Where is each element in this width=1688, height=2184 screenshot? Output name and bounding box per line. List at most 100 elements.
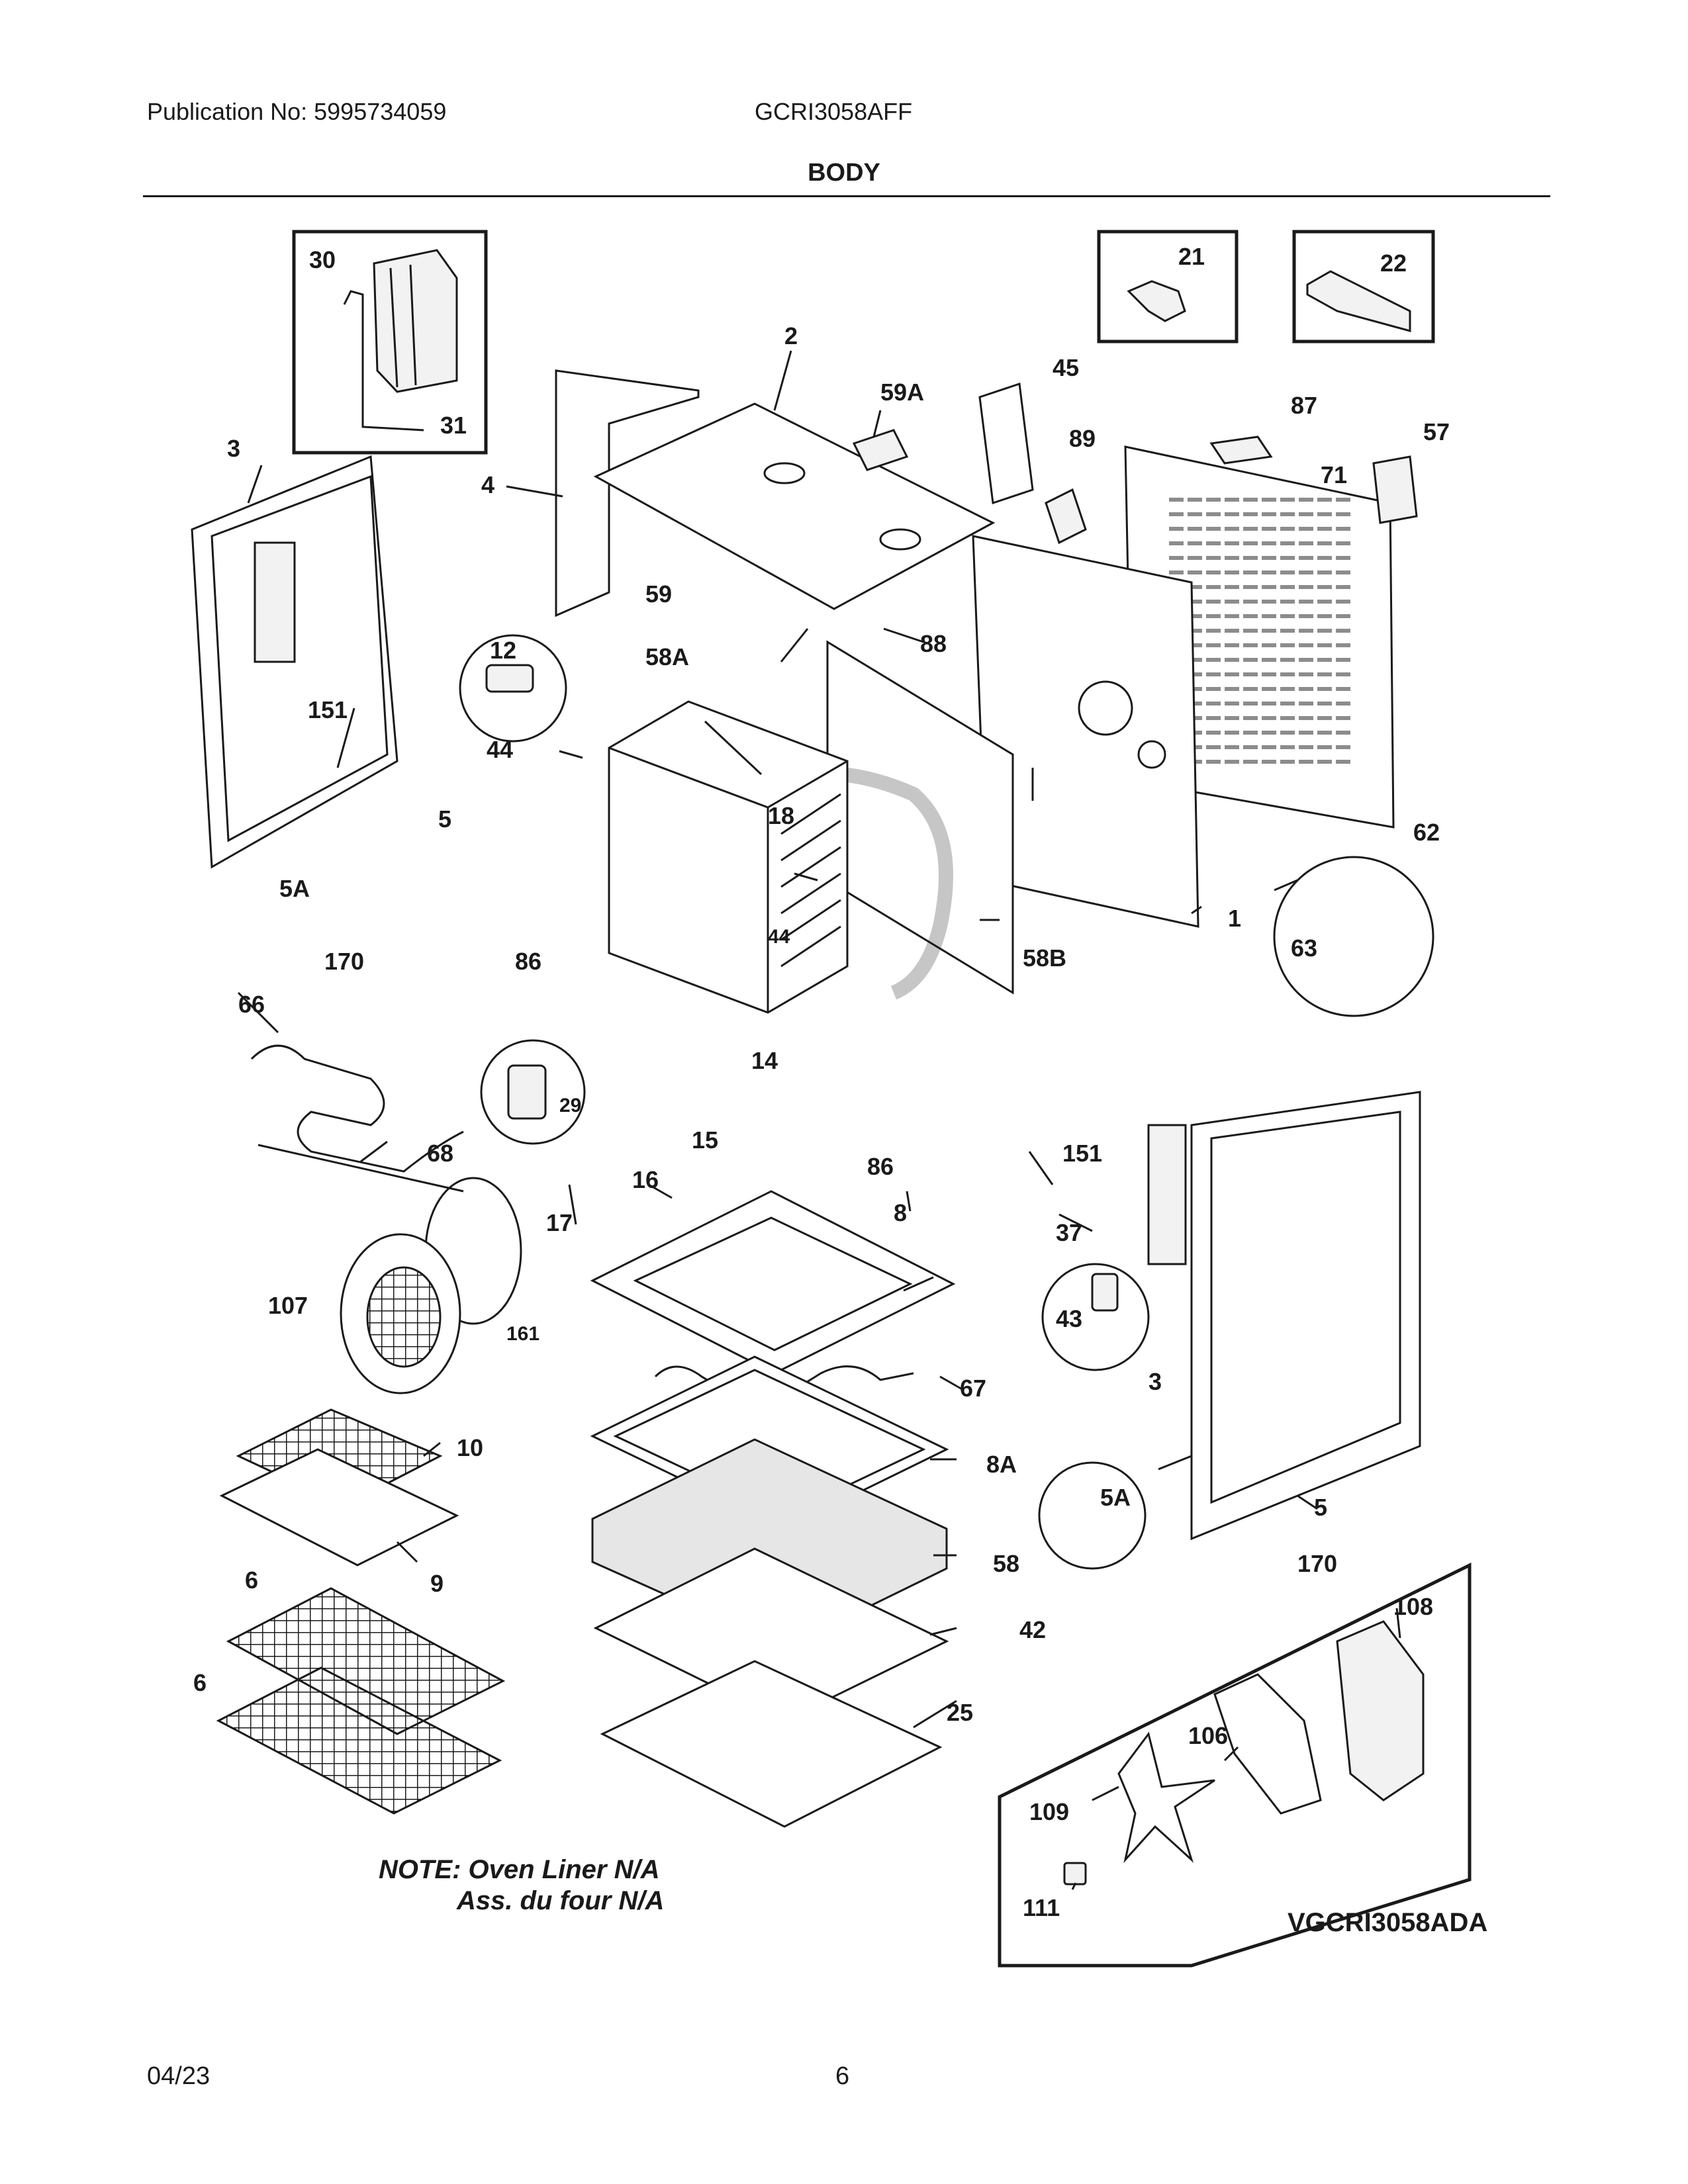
part-68-wire bbox=[258, 1144, 464, 1193]
callout-107: 107 bbox=[268, 1292, 308, 1319]
callout-86-right: 86 bbox=[867, 1153, 894, 1180]
callout-8A: 8A bbox=[986, 1451, 1017, 1478]
header-rule bbox=[143, 195, 1550, 197]
callout-86-left: 86 bbox=[515, 948, 541, 975]
part-25-bottom-plate bbox=[600, 1660, 943, 1828]
page-number: 6 bbox=[835, 2062, 850, 2090]
callout-14: 14 bbox=[751, 1047, 778, 1074]
part-59A-duct bbox=[852, 429, 909, 471]
callout-37: 37 bbox=[1056, 1219, 1082, 1246]
callout-170-left: 170 bbox=[324, 948, 364, 975]
callout-2: 2 bbox=[784, 322, 798, 349]
callout-5A-right: 5A bbox=[1100, 1484, 1131, 1511]
model-number: GCRI3058AFF bbox=[755, 98, 913, 125]
callout-25: 25 bbox=[947, 1699, 973, 1726]
callout-9: 9 bbox=[430, 1570, 444, 1597]
note-line-1: NOTE: Oven Liner N/A bbox=[379, 1855, 660, 1884]
callout-31: 31 bbox=[440, 412, 467, 439]
fan-motor-inset-box bbox=[998, 1562, 1472, 1968]
callout-68: 68 bbox=[427, 1140, 453, 1167]
callout-59: 59 bbox=[645, 580, 672, 608]
detail-circle-62 bbox=[1273, 856, 1434, 1017]
part-9-baffle bbox=[219, 1448, 459, 1567]
callout-16: 16 bbox=[632, 1166, 659, 1193]
callout-88: 88 bbox=[920, 630, 947, 657]
callout-58A: 58A bbox=[645, 643, 689, 670]
callout-151-left: 151 bbox=[308, 696, 348, 723]
callout-89: 89 bbox=[1069, 425, 1096, 452]
callout-57: 57 bbox=[1423, 418, 1450, 445]
callout-22: 22 bbox=[1380, 250, 1407, 277]
inset-caption: VGCRI3058ADA bbox=[1288, 1908, 1487, 1937]
publication-date: 04/23 bbox=[147, 2062, 211, 2090]
callout-106: 106 bbox=[1188, 1722, 1228, 1749]
callout-17: 17 bbox=[546, 1209, 573, 1236]
detail-circle-29 bbox=[480, 1039, 586, 1145]
part-106-motor-bracket bbox=[1213, 1673, 1322, 1815]
callout-67: 67 bbox=[960, 1375, 986, 1402]
part-111-nut bbox=[1063, 1862, 1087, 1886]
inset-box-21 bbox=[1097, 230, 1239, 343]
callout-45: 45 bbox=[1053, 354, 1079, 381]
part-6-rack-bottom bbox=[216, 1666, 502, 1815]
callout-66: 66 bbox=[238, 991, 265, 1018]
part-109-fan-blade bbox=[1117, 1731, 1215, 1864]
callout-59A: 59A bbox=[880, 379, 924, 406]
callout-87: 87 bbox=[1291, 392, 1317, 419]
detail-circle-5A bbox=[1038, 1461, 1147, 1570]
part-151-left-bracket bbox=[254, 541, 296, 663]
callout-5-right: 5 bbox=[1314, 1494, 1327, 1521]
callout-62: 62 bbox=[1413, 819, 1440, 846]
callout-12: 12 bbox=[490, 637, 516, 664]
callout-15: 15 bbox=[692, 1126, 718, 1154]
callout-8: 8 bbox=[894, 1199, 907, 1226]
callout-170-right: 170 bbox=[1297, 1550, 1337, 1577]
callout-3-right: 3 bbox=[1149, 1368, 1162, 1395]
callout-6-bottom: 6 bbox=[193, 1669, 207, 1696]
callout-44-center: 44 bbox=[768, 926, 790, 948]
detail-circle-12 bbox=[459, 634, 567, 743]
callout-108: 108 bbox=[1393, 1593, 1433, 1620]
part-31-bracket bbox=[343, 290, 424, 432]
part-22-bracket bbox=[1306, 270, 1411, 332]
part-3-right-side-panel bbox=[1190, 1091, 1421, 1541]
callout-5-left: 5 bbox=[438, 805, 451, 833]
inset-box-22 bbox=[1292, 230, 1435, 343]
part-4-side-panel bbox=[555, 369, 700, 617]
callout-18: 18 bbox=[768, 802, 794, 829]
callout-3-left: 3 bbox=[227, 435, 240, 462]
callout-71: 71 bbox=[1321, 461, 1347, 488]
callout-10: 10 bbox=[457, 1434, 483, 1461]
detail-circle-43 bbox=[1041, 1263, 1150, 1371]
callout-111: 111 bbox=[1023, 1894, 1060, 1921]
part-151-right-bracket bbox=[1147, 1124, 1187, 1265]
part-21-clip bbox=[1127, 280, 1186, 322]
callout-43: 43 bbox=[1056, 1305, 1082, 1332]
callout-44-left: 44 bbox=[487, 736, 513, 763]
callout-21: 21 bbox=[1178, 243, 1205, 270]
callout-5A-left: 5A bbox=[279, 875, 310, 902]
section-title: BODY bbox=[808, 159, 880, 187]
callout-58: 58 bbox=[993, 1550, 1019, 1577]
note-line-2: Ass. du four N/A bbox=[456, 1886, 664, 1915]
callout-42: 42 bbox=[1019, 1616, 1046, 1643]
callout-109: 109 bbox=[1029, 1798, 1069, 1825]
oven-cavity bbox=[608, 700, 849, 1014]
part-8-oven-bottom bbox=[590, 1190, 956, 1375]
publication-number: Publication No: 5995734059 bbox=[147, 98, 447, 125]
callout-29: 29 bbox=[559, 1095, 581, 1116]
part-87-plate bbox=[1209, 435, 1273, 465]
callout-58B: 58B bbox=[1023, 944, 1066, 972]
part-2-top-panel bbox=[593, 402, 996, 610]
part-66-broil-element bbox=[250, 1044, 464, 1173]
part-30-handle-cap bbox=[373, 249, 458, 393]
part-89-bracket bbox=[1045, 488, 1087, 545]
part-45-duct bbox=[978, 382, 1034, 505]
callout-1: 1 bbox=[1228, 905, 1241, 932]
callout-30: 30 bbox=[309, 246, 336, 273]
callout-4: 4 bbox=[481, 471, 494, 498]
part-107-fan-cover bbox=[340, 1233, 461, 1394]
callout-63: 63 bbox=[1291, 934, 1317, 962]
part-57-plate bbox=[1372, 455, 1418, 524]
